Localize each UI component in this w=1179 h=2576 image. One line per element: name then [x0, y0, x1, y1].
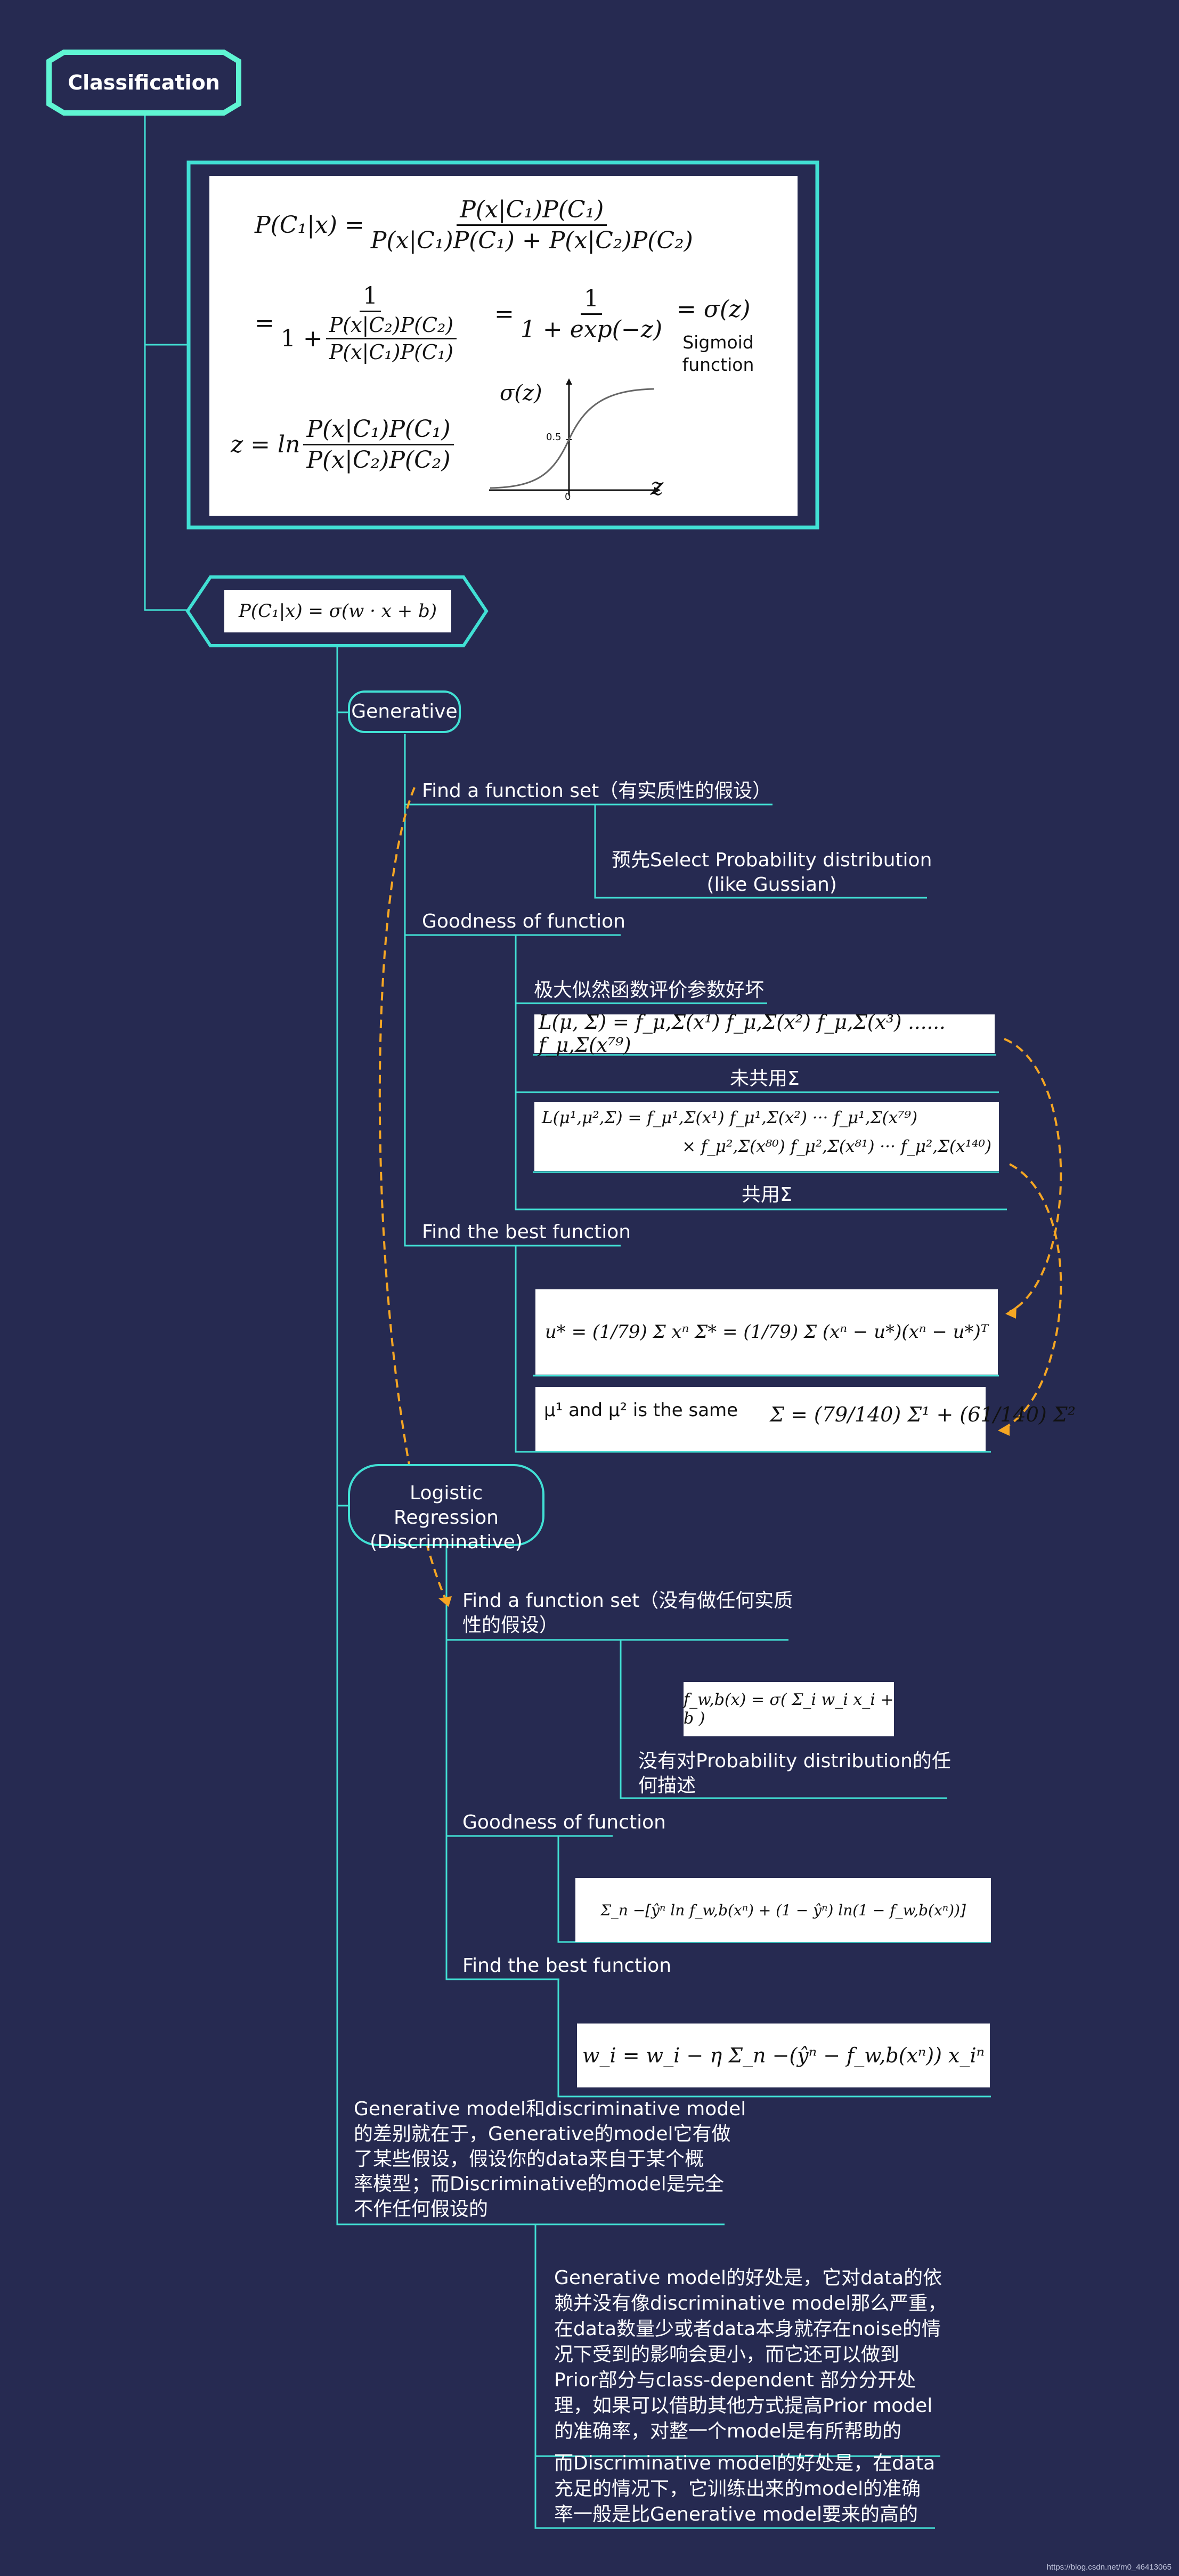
dashed-arrow-lik2-to-same	[1001, 1163, 1062, 1431]
disc-goodness[interactable]: Goodness of function	[462, 1811, 666, 1833]
not-shared: 未共用Σ	[730, 1068, 800, 1090]
plot-mid: 0.5	[546, 432, 562, 443]
gen-find-set-note: 预先Select Probability distribution (like …	[612, 849, 932, 896]
posterior-den: P(x|C₁)P(C₁) + P(x|C₂)P(C₂)	[370, 227, 693, 254]
eq3-den: 1 + exp(−z)	[520, 316, 663, 343]
posterior-lhs: P(C₁|x) =	[255, 212, 364, 239]
arrowhead-3	[998, 1424, 1010, 1436]
disc-adv-text: 而Discriminative model的好处是，在data 充足的情况下，它…	[554, 2452, 936, 2525]
gen-find-sub	[594, 805, 927, 899]
goodness-formula-box: Σ_n −[ŷⁿ ln f_w,b(xⁿ) + (1 − ŷⁿ) ln(1 − …	[575, 1878, 991, 1942]
disc-goodness-sub	[557, 1836, 991, 1943]
footer-watermark: https://blog.csdn.net/m0_46413065	[1046, 2563, 1172, 2572]
fset-formula: f_w,b(x) = σ( Σ_i w_i x_i + b )	[684, 1691, 894, 1728]
likelihood-2a: L(μ¹,μ²,Σ) = f_μ¹,Σ(x¹) f_μ¹,Σ(x²) ··· f…	[542, 1108, 918, 1127]
likelihood-1: L(μ, Σ) = f_μ,Σ(x¹) f_μ,Σ(x²) f_μ,Σ(x³) …	[539, 1011, 946, 1057]
posterior-image: P(C₁|x) = P(x|C₁)P(C₁) P(x|C₁)P(C₁) + P(…	[209, 176, 798, 516]
disc-find-set[interactable]: Find a function set（没有做任何实质 性的假设）	[462, 1590, 793, 1636]
disc-best-formula-box: w_i = w_i − η Σ_n −(ŷⁿ − f_w,b(xⁿ)) x_iⁿ	[577, 2024, 990, 2087]
gen-goodness-sub	[515, 935, 1007, 1210]
z-den: P(x|C₂)P(C₂)	[306, 446, 451, 474]
shared: 共用Σ	[742, 1184, 792, 1206]
likelihood-1-box: L(μ, Σ) = f_μ,Σ(x¹) f_μ,Σ(x²) f_μ,Σ(x³) …	[534, 1011, 995, 1057]
plot-xlabel: z	[651, 472, 664, 501]
disc-best-formula: w_i = w_i − η Σ_n −(ŷⁿ − f_w,b(xⁿ)) x_iⁿ	[582, 2044, 985, 2067]
model-formula: P(C₁|x) = σ(w · x + b)	[238, 600, 437, 622]
likelihood-2b: × f_μ²,Σ(x⁸⁰) f_μ²,Σ(x⁸¹) ··· f_μ²,Σ(x¹⁴…	[682, 1137, 991, 1156]
plot-zero: 0	[565, 491, 571, 502]
comparison-sub	[534, 2224, 935, 2529]
same-text: μ¹ and μ² is the same	[544, 1400, 738, 1421]
model-trunk	[336, 647, 725, 2225]
diff-text: Generative model和discriminative model 的差…	[354, 2098, 746, 2220]
gen-best[interactable]: Find the best function	[422, 1221, 631, 1243]
arrowhead-1	[438, 1596, 452, 1607]
disc-note: 没有对Probability distribution的任 何描述	[638, 1750, 951, 1797]
disc-find-sub	[620, 1640, 947, 1799]
same-box: μ¹ and μ² is the same Σ = (79/140) Σ¹ + …	[535, 1387, 1076, 1451]
sigmoid-plot	[489, 378, 661, 495]
eq2-den-prefix: 1 +	[280, 325, 323, 352]
posterior-num: P(x|C₁)P(C₁)	[457, 196, 607, 226]
best-formula-box: u* = (1/79) Σ xⁿ Σ* = (1/79) Σ (xⁿ − u*)…	[535, 1289, 998, 1375]
arrowhead-2	[1005, 1306, 1017, 1319]
z-lhs: z = ln	[231, 431, 300, 458]
disc-trunk	[445, 1545, 559, 1980]
dashed-arrow-lik1-to-best	[1004, 1038, 1062, 1313]
z-num: P(x|C₁)P(C₁)	[303, 416, 454, 445]
gen-best-sub	[515, 1246, 991, 1453]
root-node-shape	[46, 50, 241, 116]
gen-find-set[interactable]: Find a function set（有实质性的假设）	[422, 780, 772, 802]
disc-best-sub	[557, 1979, 991, 2098]
best-formula: u* = (1/79) Σ xⁿ Σ* = (1/79) Σ (xⁿ − u*)…	[544, 1321, 989, 1343]
eq2-one: 1	[359, 282, 381, 312]
goodness-formula: Σ_n −[ŷⁿ ln f_w,b(xⁿ) + (1 − ŷⁿ) ln(1 − …	[600, 1901, 966, 1919]
eq2-inner-den: P(x|C₁)P(C₁)	[329, 340, 454, 364]
discriminative-node-shape	[348, 1464, 544, 1546]
generative-label[interactable]: Generative	[351, 701, 458, 722]
gen-adv-text: Generative model的好处是，它对data的依 赖并没有像discr…	[554, 2267, 947, 2442]
generative-trunk	[404, 734, 621, 1247]
gen-goodness[interactable]: Goodness of function	[422, 911, 625, 932]
eq4: = σ(z)	[677, 296, 751, 323]
fset-formula-box: f_w,b(x) = σ( Σ_i w_i x_i + b )	[684, 1682, 894, 1736]
model-formula-box[interactable]: P(C₁|x) = σ(w · x + b)	[224, 590, 451, 632]
generative-node-shape	[348, 690, 461, 733]
plot-ylabel: σ(z)	[500, 381, 542, 405]
mle-label: 极大似然函数评价参数好坏	[534, 979, 765, 1001]
root-trunk	[144, 109, 192, 611]
root-title[interactable]: Classification	[68, 71, 220, 94]
posterior-frame	[186, 160, 819, 530]
likelihood-2-box: L(μ¹,μ²,Σ) = f_μ¹,Σ(x¹) f_μ¹,Σ(x²) ··· f…	[534, 1102, 999, 1171]
disc-best[interactable]: Find the best function	[462, 1955, 672, 1977]
eq3-one: 1	[580, 285, 602, 315]
eq2-inner-num: P(x|C₂)P(C₂)	[326, 313, 457, 339]
discriminative-label[interactable]: Logistic Regression (Discriminative)	[370, 1482, 523, 1553]
same-formula: Σ = (79/140) Σ¹ + (61/140) Σ²	[770, 1403, 1076, 1426]
sigmoid-label: Sigmoid function	[682, 332, 754, 375]
